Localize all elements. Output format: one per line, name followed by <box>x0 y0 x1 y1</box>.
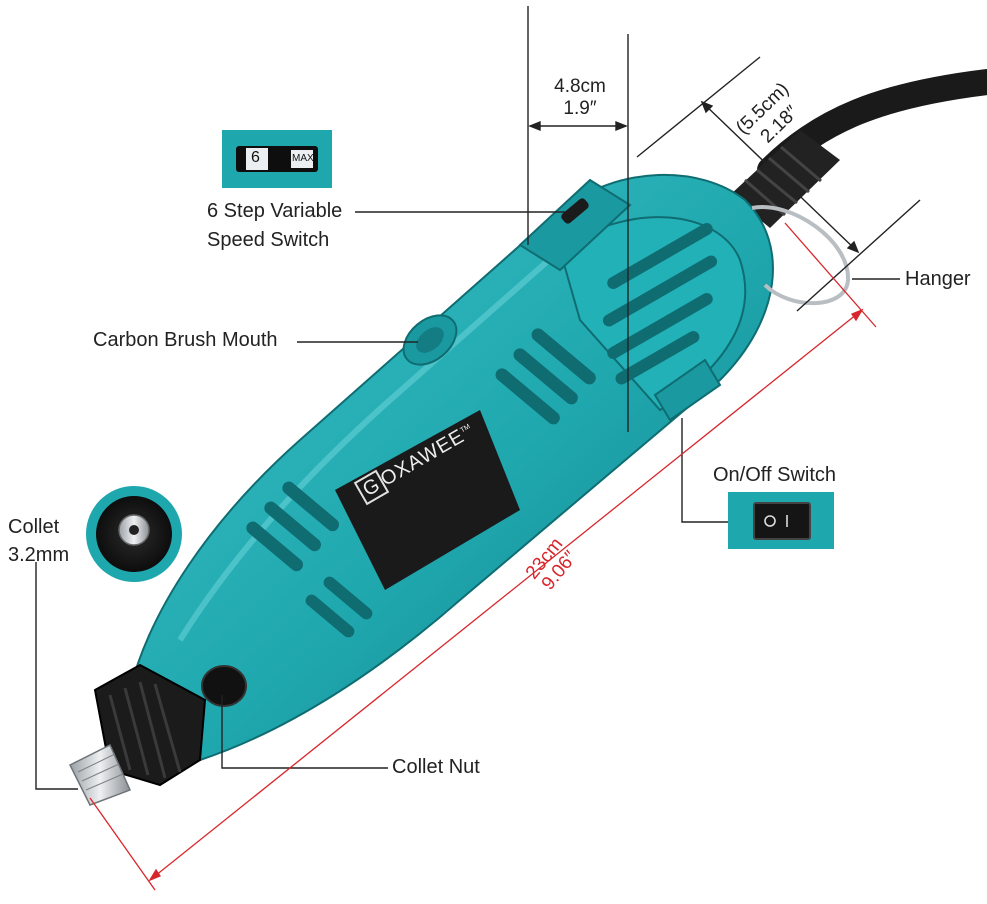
collet-inset <box>86 486 182 582</box>
cord-strain-relief <box>730 130 840 228</box>
speed-dial-max: MAX <box>292 153 314 164</box>
label-collet-nut: Collet Nut <box>392 756 480 778</box>
speed-switch-wheel <box>561 198 589 224</box>
dimension-width-cm: 4.8cm <box>554 76 606 97</box>
chrome-collet <box>68 743 132 806</box>
diameter-dimension-lines <box>636 56 921 312</box>
spindle-lock-button <box>201 665 247 707</box>
middle-vent-slots <box>495 328 596 425</box>
leader-lines <box>35 211 900 790</box>
hanger-ring <box>751 204 851 306</box>
label-collet-line2: 3.2mm <box>8 544 70 566</box>
label-speed-switch-line1: 6 Step Variable <box>207 200 343 222</box>
label-hanger: Hanger <box>905 268 971 290</box>
rear-vent-slots <box>602 223 718 385</box>
brand-plate <box>335 410 520 590</box>
front-vent-slots <box>246 481 373 638</box>
label-collet-line1: Collet <box>8 516 60 538</box>
speed-switch-housing <box>518 178 632 272</box>
label-speed-switch-line2: Speed Switch <box>207 229 330 251</box>
on-off-switch-housing <box>653 358 722 422</box>
on-off-inset <box>728 492 834 549</box>
speed-dial-value: 6 <box>251 149 260 166</box>
width-dimension-lines <box>527 6 629 432</box>
label-on-off-switch: On/Off Switch <box>713 464 837 486</box>
label-carbon-brush: Carbon Brush Mouth <box>93 329 278 351</box>
brand-trademark: TM <box>459 423 472 435</box>
dimension-width-in: 1.9″ <box>563 98 597 119</box>
speed-dial-inset <box>222 130 332 188</box>
length-dimension-lines <box>89 222 877 891</box>
